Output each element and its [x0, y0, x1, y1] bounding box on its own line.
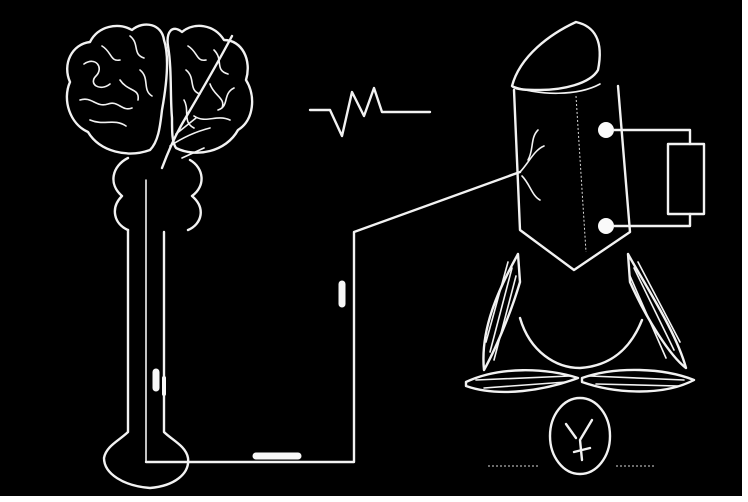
- electrode-lower: [598, 218, 614, 234]
- electrode-upper: [598, 122, 614, 138]
